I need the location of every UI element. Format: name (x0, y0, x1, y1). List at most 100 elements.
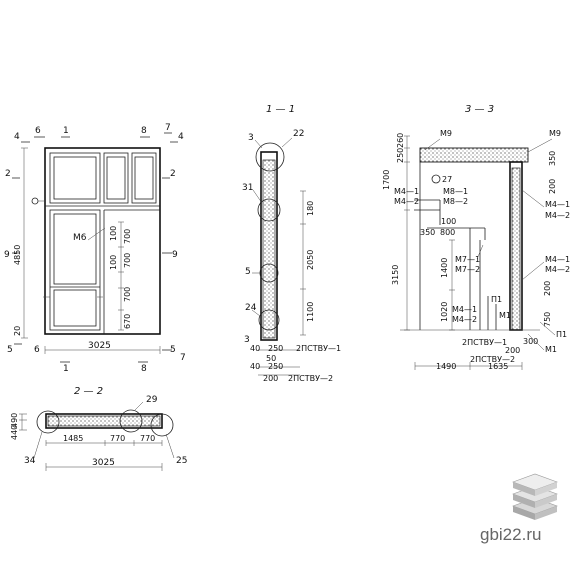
dim-200: 200 (263, 374, 278, 383)
label-m6: M6 (73, 233, 87, 243)
mark-5-left: 5 (7, 345, 13, 355)
mark-8-bottom: 8 (141, 364, 147, 374)
section-3-3: 3 — 3 260 250 1700 3150 1400 1020 M9 M9 … (382, 104, 570, 371)
callout-5: 5 (245, 267, 251, 277)
dim-3150: 3150 (391, 265, 400, 285)
dim-300: 300 (523, 337, 538, 346)
callout-27: 27 (442, 175, 452, 184)
dim-2050: 2050 (306, 250, 315, 270)
mark-7-bottom: 7 (180, 353, 186, 363)
callout-22: 22 (293, 129, 304, 139)
callout-25: 25 (176, 456, 187, 466)
dim-1485: 1485 (63, 434, 83, 443)
callout-34: 34 (24, 456, 36, 466)
section-1-1: 1 — 1 3 22 31 5 24 3 180 2050 1100 40 25… (242, 104, 341, 383)
dim-1700: 1700 (382, 170, 391, 190)
dim-700a: 700 (123, 229, 132, 244)
transom-pane-1 (49, 152, 101, 204)
label-m4-1-c: M4—1 (452, 305, 477, 314)
dim-1020: 1020 (440, 302, 449, 322)
label-m1-b: M1 (545, 345, 557, 354)
dim-200r: 200 (548, 179, 557, 194)
transom-pane-2 (103, 152, 129, 204)
mark-4: 4 (14, 132, 20, 142)
dim-100: 100 (109, 226, 118, 241)
dim-700b: 700 (123, 253, 132, 268)
mark-1-bottom: 1 (63, 364, 69, 374)
label-panel-2: 2ПСТВУ—2 (288, 374, 333, 383)
dim-350r: 350 (548, 151, 557, 166)
callout-24: 24 (245, 303, 257, 313)
label-m4-1-a: M4—1 (394, 187, 419, 196)
dim-200c: 200 (505, 346, 520, 355)
dim-height: 4850 (13, 245, 22, 265)
mark-9-right: 9 (172, 250, 178, 260)
door-frame (44, 147, 161, 335)
dim-260: 260 (396, 133, 405, 148)
section-1-1-panel (262, 159, 276, 339)
dim-width: 3025 (88, 341, 111, 351)
dim-250: 250 (268, 344, 283, 353)
label-m1-a: M1 (499, 311, 511, 320)
dim-670: 670 (123, 314, 132, 329)
dim-490: 490 (10, 413, 19, 428)
label-m8-2: M8—2 (443, 197, 468, 206)
mark-1: 1 (63, 126, 69, 136)
title-2-2: 2 — 2 (74, 386, 103, 397)
label-panel-2: 2ПСТВУ—2 (470, 355, 515, 364)
dim-1490: 1490 (436, 362, 456, 371)
label-m7-2: M7—2 (455, 265, 480, 274)
label-m9-right: M9 (549, 129, 561, 138)
section-2-2-panel (47, 415, 161, 427)
callout-29: 29 (146, 395, 158, 405)
dim-440: 440 (10, 425, 19, 440)
dim-800: 800 (440, 228, 455, 237)
label-m4-2-c: M4—2 (452, 315, 477, 324)
title-1-1: 1 — 1 (266, 104, 295, 115)
dim-40a: 40 (250, 344, 260, 353)
section-3-3-head (419, 147, 529, 163)
mark-2-left: 2 (5, 169, 11, 179)
label-m8-1: M8—1 (443, 187, 468, 196)
mark-6-bottom: 6 (34, 345, 40, 355)
mark-2-right: 2 (170, 169, 176, 179)
label-m4-2-a: M4—2 (394, 197, 419, 206)
label-m4-1-b: M4—1 (545, 255, 570, 264)
label-m4-1-r: M4—1 (545, 200, 570, 209)
section-2-2: 2 — 2 490 440 29 34 25 1485 770 770 3025 (10, 386, 187, 471)
transom-pane-3 (131, 152, 157, 204)
section-3-3-panel (511, 167, 521, 331)
mark-9-left: 9 (4, 250, 10, 260)
label-p1-a: П1 (491, 295, 502, 304)
front-elevation: 4 6 1 8 7 4 2 2 9 9 4850 20 (4, 123, 186, 374)
label-m7-1: M7—1 (455, 255, 480, 264)
dim-bottom: 20 (13, 326, 22, 336)
mark-8: 8 (141, 126, 147, 136)
label-m4-2-r: M4—2 (545, 211, 570, 220)
dim-250: 250 (396, 148, 405, 163)
mark-4-right: 4 (178, 132, 184, 142)
dim-50: 50 (266, 354, 276, 363)
dim-750: 750 (543, 312, 552, 327)
site-watermark[interactable]: gbi22.ru (480, 525, 542, 544)
dim-100: 100 (441, 217, 456, 226)
callout-3-bottom: 3 (244, 335, 250, 345)
callout-31: 31 (242, 183, 253, 193)
dim-1635: 1635 (488, 362, 508, 371)
door-leaf (49, 209, 101, 331)
dim-180: 180 (306, 201, 315, 216)
dim-1400: 1400 (440, 258, 449, 278)
dim-40b: 40 (250, 362, 260, 371)
mark-5-right: 5 (170, 345, 176, 355)
dim-3025: 3025 (92, 458, 115, 468)
dim-1100: 1100 (306, 302, 315, 322)
dim-100b: 100 (109, 255, 118, 270)
mark-7: 7 (165, 123, 171, 133)
dim-770a: 770 (110, 434, 125, 443)
mark-6: 6 (35, 126, 41, 136)
label-panel: 2ПСТВУ—1 (462, 338, 507, 347)
label-m4-2-b: M4—2 (545, 265, 570, 274)
title-3-3: 3 — 3 (465, 104, 494, 115)
dim-350: 350 (420, 228, 435, 237)
